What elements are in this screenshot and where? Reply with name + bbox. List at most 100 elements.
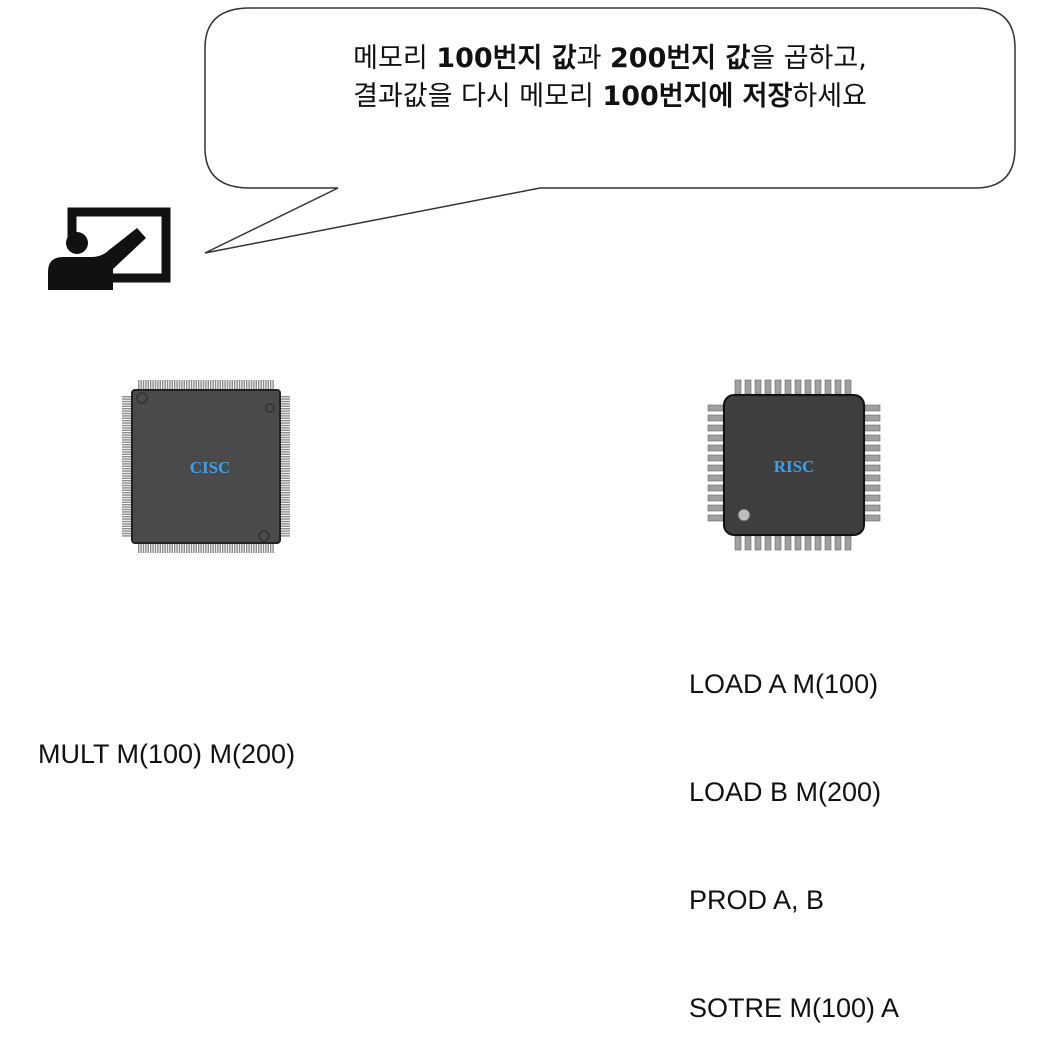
chip-pin (864, 464, 881, 472)
chip-pin (231, 380, 233, 390)
chip-pin (122, 432, 132, 434)
chip-pin (178, 380, 181, 390)
chip-pin (241, 380, 243, 390)
chip-pin (280, 460, 290, 463)
chip-pin (864, 484, 881, 492)
chip-pin (122, 487, 132, 489)
chip-pin (214, 543, 217, 553)
chip-pin (122, 436, 132, 439)
speech-segment: 하세요 (792, 81, 867, 112)
chip-pin (864, 454, 881, 462)
chip-pin (152, 543, 154, 553)
chip-pin (122, 429, 132, 431)
chip-pin (280, 496, 290, 499)
chip-pin (764, 379, 772, 395)
chip-pin (272, 380, 274, 390)
chip-pin (122, 518, 132, 520)
chip-pin (267, 380, 269, 390)
chip-pin (804, 535, 812, 551)
diagram-canvas: CISC RISC (48, 7, 1016, 553)
chip-pin (270, 380, 272, 390)
chip-pin (226, 380, 229, 390)
risc-chip-pins (707, 379, 881, 551)
chip-pin (122, 400, 132, 403)
chip-pin (280, 453, 290, 455)
cisc-instruction-1: MULT M(100) M(200) (38, 739, 296, 769)
chip-pin (864, 444, 881, 452)
chip-pin (122, 424, 132, 427)
speech-segment: 을 곱하고, (750, 43, 867, 74)
chip-pin (122, 513, 132, 515)
chip-pin (176, 543, 178, 553)
chip-pin (248, 543, 250, 553)
chip-pin (122, 415, 132, 417)
chip-pin (188, 543, 190, 553)
chip-pin (122, 523, 132, 525)
chip-pin (864, 514, 881, 522)
speech-segment: 100번지 값 (436, 43, 577, 74)
chip-pin (122, 508, 132, 511)
chip-pin (280, 456, 290, 458)
chip-pin (157, 380, 159, 390)
chip-pin (272, 543, 274, 553)
chip-pin (280, 523, 290, 525)
chip-pin (707, 494, 724, 502)
chip-pin (707, 404, 724, 412)
chip-pin (280, 429, 290, 431)
chip-pin (200, 380, 202, 390)
chip-pin (122, 410, 132, 412)
chip-pin (122, 501, 132, 503)
chip-pin (864, 494, 881, 502)
chip-pin (280, 530, 290, 532)
chip-pin (229, 380, 231, 390)
chip-pin (229, 543, 231, 553)
chip-pin (171, 380, 173, 390)
chip-pin (707, 434, 724, 442)
chip-pin (122, 470, 132, 472)
chip-pin (744, 379, 752, 395)
chip-pin (280, 532, 290, 535)
chip-pin (122, 458, 132, 460)
chip-pin (280, 446, 290, 448)
chip-pin (262, 543, 265, 553)
chip-pin (238, 380, 241, 390)
chip-pin (122, 504, 132, 506)
chip-pin (280, 403, 290, 405)
chip-pin (122, 448, 132, 451)
chip-pin (122, 520, 132, 523)
speech-segment: 100번지에 저장 (602, 81, 793, 112)
chip-pin (217, 380, 219, 390)
chip-pin (280, 463, 290, 465)
chip-pin (193, 380, 195, 390)
chip-pin (774, 379, 782, 395)
chip-pin (814, 379, 822, 395)
chip-pin (280, 439, 290, 441)
chip-pin (205, 543, 207, 553)
chip-pin (864, 474, 881, 482)
chip-pin (219, 380, 221, 390)
chip-pin (280, 448, 290, 451)
chip-pin (834, 379, 842, 395)
chip-pin (707, 504, 724, 512)
risc-chip-label: RISC (774, 457, 815, 476)
chip-pin (267, 543, 269, 553)
chip-pin (217, 543, 219, 553)
chip-pin (122, 528, 132, 530)
chip-pin (238, 543, 241, 553)
chip-pin (280, 506, 290, 508)
chip-pin (864, 404, 881, 412)
chip-pin (774, 535, 782, 551)
chip-pin (154, 380, 157, 390)
chip-pin (280, 504, 290, 506)
chip-pin (280, 436, 290, 439)
chip-pin (258, 543, 260, 553)
chip-pin (169, 543, 171, 553)
risc-instruction-4: SOTRE M(100) A (689, 993, 900, 1023)
chip-pin (122, 451, 132, 453)
chip-pin (250, 380, 253, 390)
chip-pin (164, 543, 166, 553)
chip-pin (280, 525, 290, 527)
chip-pin (280, 480, 290, 482)
chip-pin (280, 434, 290, 436)
chip-pin (260, 543, 262, 553)
